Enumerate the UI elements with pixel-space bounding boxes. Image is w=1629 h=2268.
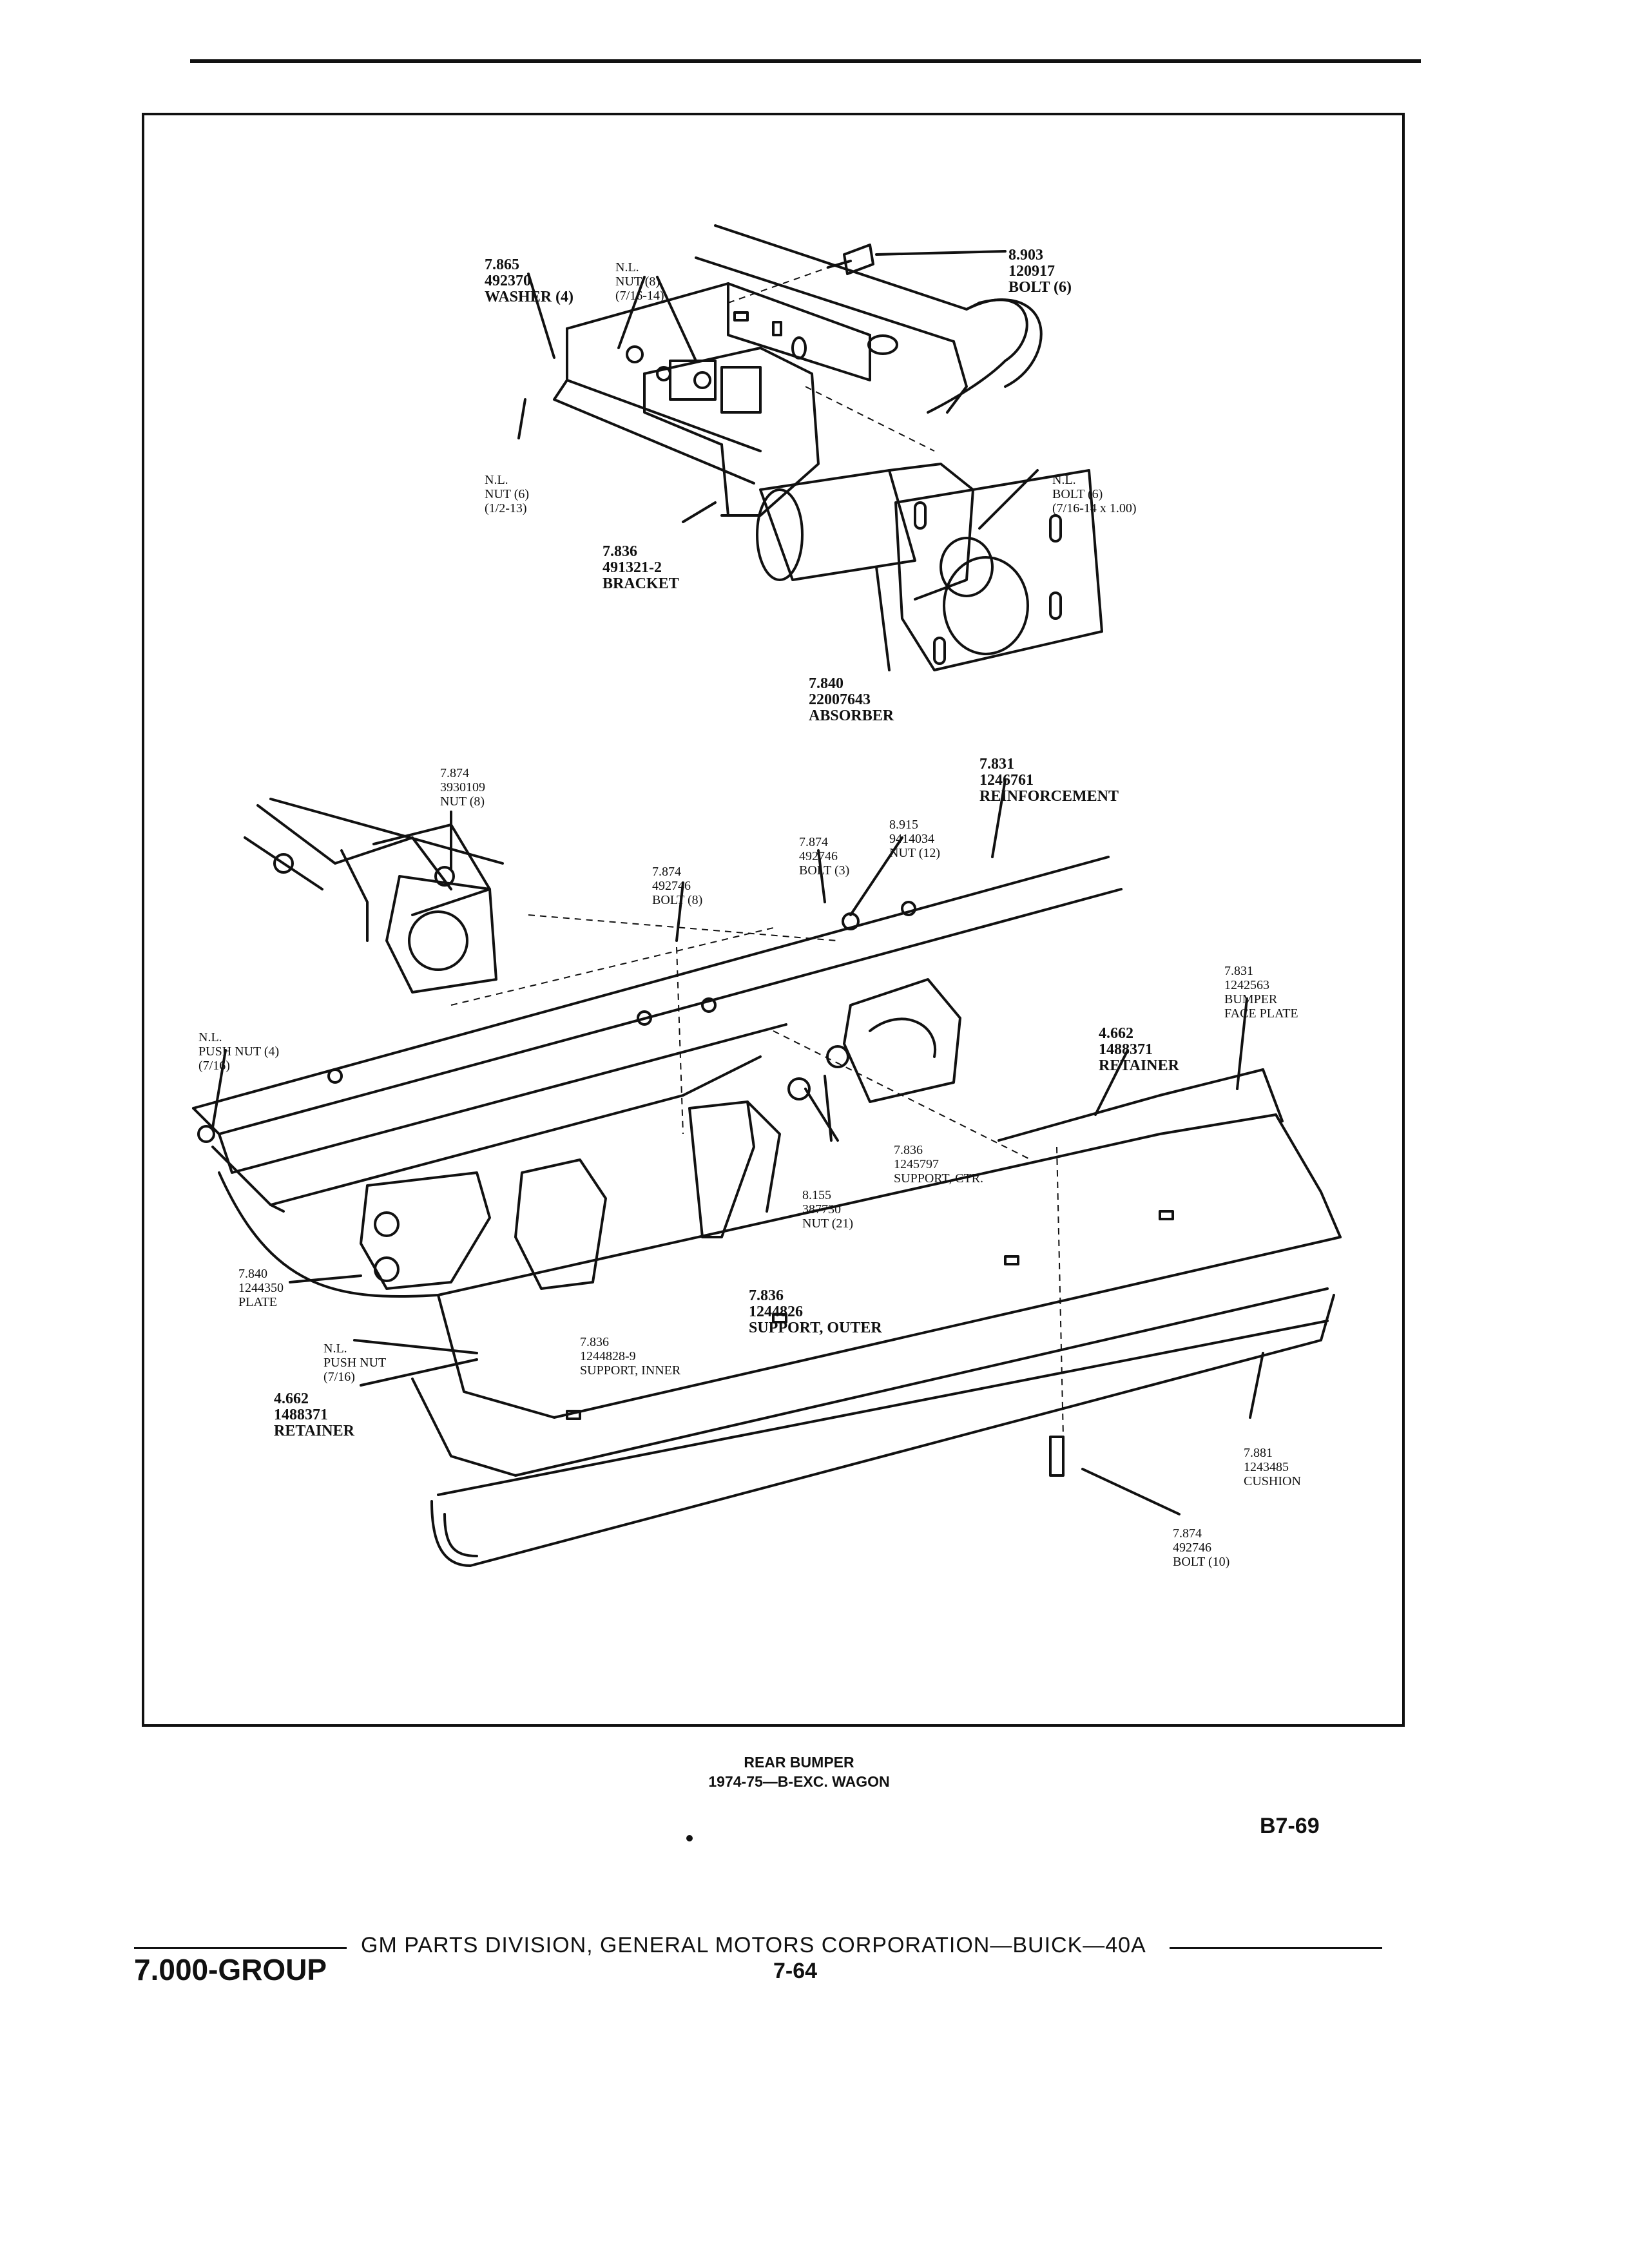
callout-nut-left: N.L.NUT (6)(1/2-13) [485, 473, 530, 515]
footer-rule-right [1170, 1947, 1382, 1949]
footer-group: 7.000-GROUP [134, 1953, 327, 1986]
figure-caption: REAR BUMPER 1974-75—B-EXC. WAGON [644, 1753, 954, 1791]
bolt-drawing [843, 244, 874, 275]
page-code: B7-69 [1260, 1814, 1320, 1838]
reinforcement-drawing [192, 856, 1123, 1213]
bracket-drawing [626, 345, 820, 517]
callout-bolt-nl: N.L.BOLT (6)(7/16-14 x 1.00) [1052, 473, 1137, 515]
diagram-frame [142, 113, 1405, 1727]
outer-support-drawing [360, 1100, 781, 1290]
callout-nut-top: N.L.NUT (8)(7/16-14) [615, 260, 664, 303]
absorber-drawing [756, 463, 1103, 671]
caption-title: REAR BUMPER [744, 1754, 854, 1771]
top-rule [190, 59, 1421, 63]
callout-push-nut: N.L.PUSH NUT(7/16) [323, 1341, 387, 1384]
lower-absorber-drawing [244, 798, 504, 994]
footer-rule-left [134, 1947, 347, 1949]
center-support-drawing [787, 978, 961, 1103]
frame-rail-drawing [553, 224, 1043, 485]
bumper-face-drawing [218, 1068, 1342, 1567]
caption-subtitle: 1974-75—B-EXC. WAGON [708, 1773, 890, 1790]
page-mark [686, 1835, 693, 1841]
callout-push-nut-4: N.L.PUSH NUT (4)(7/16) [198, 1030, 280, 1073]
footer-text: GM PARTS DIVISION, GENERAL MOTORS CORPOR… [361, 1933, 1146, 1957]
footer-page: 7-64 [773, 1959, 818, 1983]
